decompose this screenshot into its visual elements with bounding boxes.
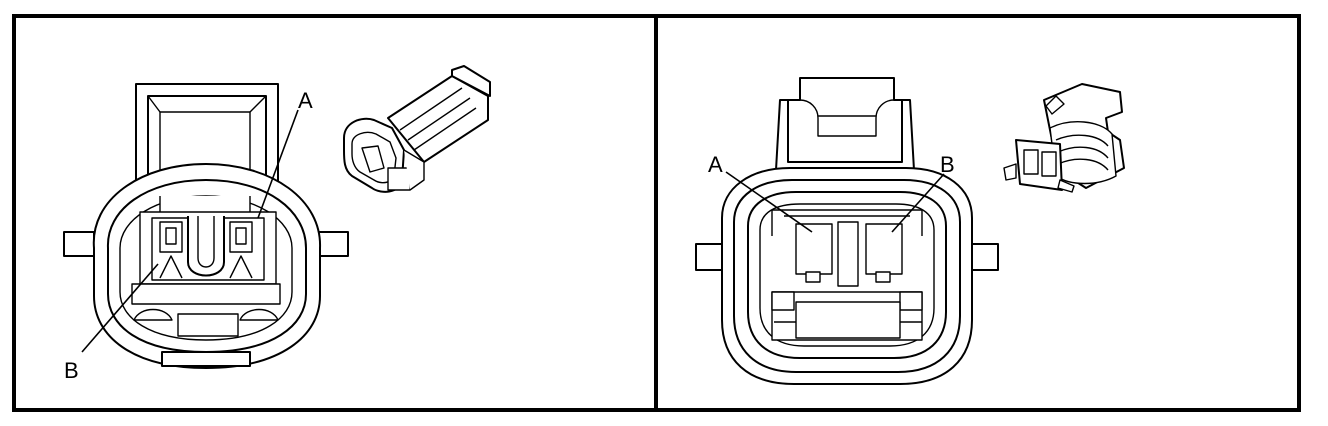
callout-label: B [940,152,955,177]
right-connector-face [695,77,999,385]
callout-label: B [64,358,79,383]
right-connector-3d-view [1003,83,1125,193]
left-connector-face [63,83,349,369]
callout-a-left: A [257,88,313,219]
callout-label: A [298,88,313,113]
callout-b-left: B [64,263,159,383]
left-connector-3d-view [343,65,491,193]
right-panel: A B [695,77,1125,385]
callout-a-right: A [708,152,813,233]
left-panel: A B [63,65,491,383]
callout-b-right: B [891,152,955,233]
callout-label: A [708,152,723,177]
